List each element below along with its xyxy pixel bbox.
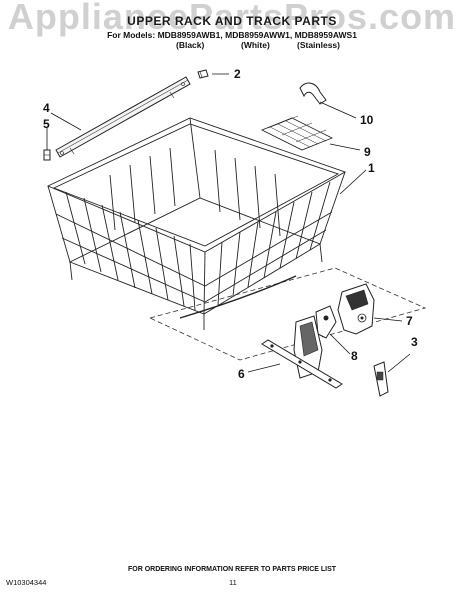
page-title: UPPER RACK AND TRACK PARTS — [127, 14, 337, 28]
finish-black: (Black) — [176, 40, 205, 50]
callout-10: 10 — [360, 113, 374, 127]
finish-stainless: (Stainless) — [297, 40, 340, 50]
ordering-note: FOR ORDERING INFORMATION REFER TO PARTS … — [127, 566, 337, 573]
models-line: For Models: MDB8959AWB1, MDB8959AWW1, MD… — [107, 30, 357, 40]
assembly-outline — [148, 267, 427, 361]
callout-9: 9 — [364, 145, 371, 159]
callout-1: 1 — [368, 161, 375, 175]
hook-bracket — [299, 82, 327, 105]
lower-track-assembly — [261, 315, 343, 389]
adjuster-lever — [315, 305, 337, 339]
callout-8: 8 — [351, 349, 358, 363]
upper-rack-basket — [46, 117, 347, 330]
callout-7: 7 — [406, 314, 413, 328]
tine-row — [261, 115, 333, 151]
track-clip — [373, 361, 389, 397]
callout-3: 3 — [411, 335, 418, 349]
finish-white: (White) — [241, 40, 270, 50]
rail-stop — [43, 149, 51, 161]
callout-6: 6 — [238, 367, 245, 381]
end-clip — [197, 69, 209, 79]
document-number: W10304344 — [6, 578, 47, 587]
callout-5: 5 — [43, 117, 50, 131]
adjuster-housing — [337, 283, 375, 335]
watermark: AppliancePartsPros.com — [7, 0, 457, 37]
page-number: 11 — [229, 578, 237, 587]
leader-lines — [46, 73, 411, 373]
rack-rail — [55, 76, 191, 158]
callout-4: 4 — [43, 101, 50, 115]
callout-2: 2 — [234, 67, 241, 81]
